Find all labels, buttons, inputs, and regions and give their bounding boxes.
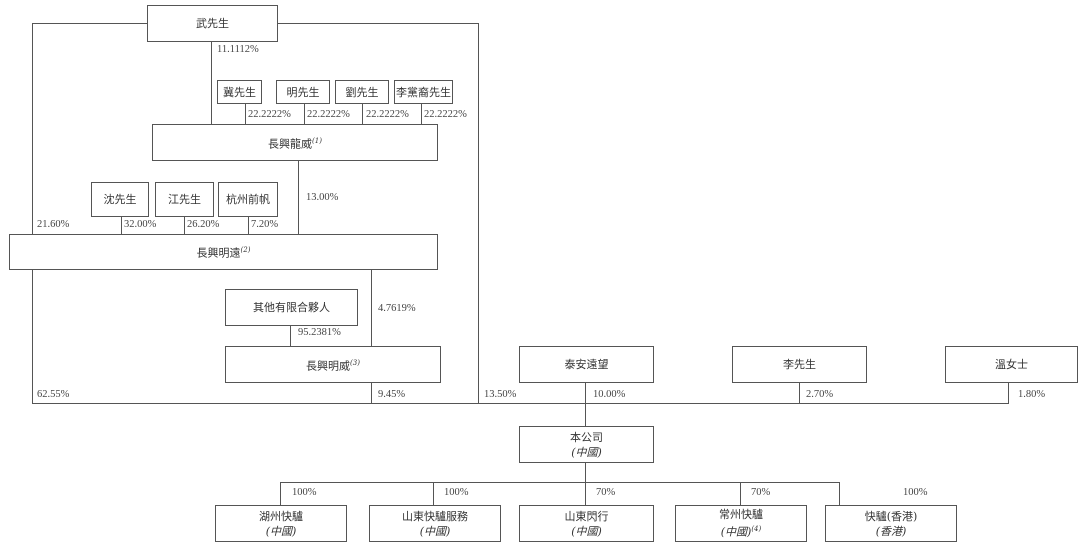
entity-jiang: 江先生 [155,182,214,217]
entity-label: 長興明威(3) [306,356,360,374]
entity-taian: 泰安遠望 [519,346,654,383]
entity-location: (中國)(4) [721,522,762,540]
pct-wu-company: 13.50% [484,389,517,400]
subsidiary-shandong-shanxing: 山東閃行(中國) [519,505,654,542]
entity-li: 李先生 [732,346,867,383]
pct-wu-mingyuan: 21.60% [37,219,70,230]
pct-wen: 1.80% [1018,389,1046,400]
pct-mingwei-company: 9.45% [378,389,406,400]
entity-location: (香港) [875,524,907,538]
entity-li-dangyi: 李黨裔先生 [394,80,453,104]
pct-li: 2.70% [806,389,834,400]
entity-label: 山東快驢服務 [402,509,468,523]
pct-mingyuan-company: 62.55% [37,389,70,400]
entity-label: 其他有限合夥人 [253,301,330,314]
entity-name: 長興明遠 [196,246,241,260]
entity-label: 李先生 [783,358,816,371]
entity-cx-mingwei: 長興明威(3) [225,346,441,383]
entity-label: 李黨裔先生 [396,85,451,99]
entity-label: 溫女士 [995,358,1028,371]
entity-label: 武先生 [196,17,229,30]
entity-label: 明先生 [286,85,320,99]
footnote-ref: (4) [751,525,762,534]
entity-label: 長興明遠(2) [197,243,251,261]
pct-ming: 22.2222% [307,109,350,120]
entity-ji: 冀先生 [217,80,262,104]
pct-longwei-mingyuan: 13.00% [306,192,339,203]
subsidiary-hongkong: 快驢(香港)(香港) [825,505,957,542]
footnote-ref: (3) [350,358,360,367]
pct-sub4: 70% [751,487,771,498]
pct-sub2: 100% [444,487,469,498]
entity-location: (中國) [571,524,602,538]
subsidiary-shandong-service: 山東快驢服務(中國) [369,505,501,542]
entity-ming: 明先生 [276,80,330,104]
entity-name: 長興明威 [306,359,351,373]
entity-label: 沈先生 [103,193,137,206]
pct-mingyuan-mingwei: 4.7619% [378,303,416,314]
entity-hangzhou: 杭州前帆 [218,182,278,217]
entity-label: 泰安遠望 [564,358,609,371]
entity-name: 長興龍威 [268,137,313,151]
entity-company: 本公司(中國) [519,426,654,463]
entity-label: 劉先生 [345,85,379,99]
footnote-ref: (1) [312,136,322,145]
entity-cx-mingyuan: 長興明遠(2) [9,234,438,270]
entity-label: 本公司 [570,430,603,444]
subsidiary-huzhou: 湖州快驢(中國) [215,505,347,542]
footnote-ref: (2) [240,246,251,255]
pct-taian: 10.00% [593,389,626,400]
entity-location: (中國) [571,445,602,459]
pct-wu-longwei: 11.1112% [217,44,259,55]
pct-ji: 22.2222% [248,109,291,120]
entity-wen: 溫女士 [945,346,1078,383]
pct-li-dangyi: 22.2222% [424,109,467,120]
entity-label: 快驢(香港) [864,509,918,523]
pct-other-lp: 95.2381% [298,327,341,338]
pct-hangzhou: 7.20% [251,219,279,230]
entity-label: 長興龍威(1) [268,134,322,152]
entity-other-lp: 其他有限合夥人 [225,289,358,326]
entity-cx-longwei: 長興龍威(1) [152,124,438,161]
entity-shen: 沈先生 [91,182,149,217]
entity-liu: 劉先生 [335,80,389,104]
subsidiary-changzhou: 常州快驢(中國)(4) [675,505,807,542]
entity-location: (中國) [419,524,451,538]
pct-liu: 22.2222% [366,109,409,120]
entity-label: 山東閃行 [564,509,609,523]
pct-sub1: 100% [292,487,317,498]
pct-sub3: 70% [596,487,616,498]
entity-location-text: (中國) [720,525,752,539]
entity-label: 江先生 [168,193,201,206]
entity-label: 杭州前帆 [226,193,270,206]
entity-wu: 武先生 [147,5,278,42]
entity-label: 湖州快驢 [259,509,303,523]
entity-label: 冀先生 [223,85,256,99]
pct-sub5: 100% [903,487,928,498]
pct-shen: 32.00% [124,219,157,230]
entity-label: 常州快驢 [719,508,763,522]
pct-jiang: 26.20% [187,219,220,230]
entity-location: (中國) [265,524,297,538]
